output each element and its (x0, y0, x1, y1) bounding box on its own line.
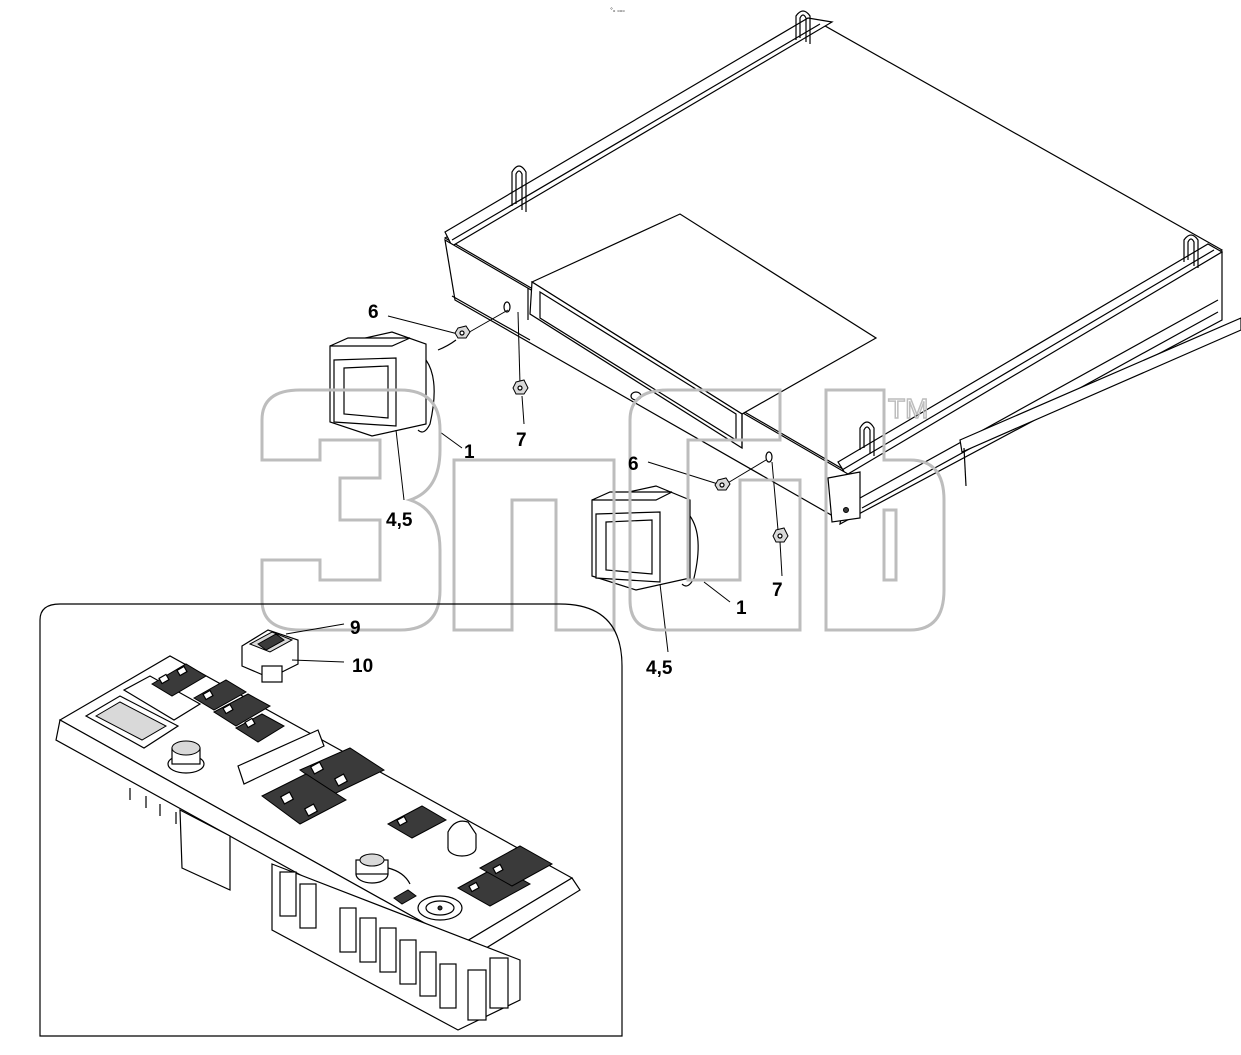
callout-4-5-right: 4,5 (646, 658, 673, 679)
buzzer-gauge (355, 853, 411, 885)
nut-6-left (454, 325, 471, 339)
connector-strip (237, 729, 325, 785)
switch-group-center (261, 747, 386, 825)
cab-roof-assembly (443, 10, 1241, 526)
roof-side-trim (959, 317, 1241, 453)
callout-7-right: 7 (772, 580, 783, 601)
callout-6-left: 6 (368, 302, 379, 323)
rocker-switch-9-10 (241, 629, 299, 683)
callout-4-5-left: 4,5 (386, 510, 413, 531)
inset-frame (39, 603, 623, 1037)
filler-cap (447, 820, 477, 857)
switch-group-right (386, 805, 554, 907)
callout-7-left: 7 (516, 430, 527, 451)
lifting-hook-right (1183, 234, 1199, 268)
bracket-left (179, 808, 231, 891)
small-switch (393, 889, 417, 905)
trademark-symbol: TM (888, 393, 928, 424)
clip-7-left (512, 379, 529, 395)
lifting-hook-rear (795, 10, 811, 44)
header-code: °ₒ ₒₒₒ (610, 7, 625, 14)
front-bracket (827, 471, 861, 523)
connector-pins (129, 788, 177, 824)
switch-bank-top (151, 663, 285, 743)
mount-hole-a (503, 301, 511, 313)
callout-6-right: 6 (628, 454, 639, 475)
clip-7-right (772, 527, 789, 543)
nut-6-right (714, 477, 731, 491)
callout-10: 10 (352, 656, 373, 677)
relay-row (279, 871, 509, 1021)
display-hood (122, 675, 202, 721)
roof-rail-left (444, 17, 834, 247)
watermark-logo: TM (260, 388, 946, 632)
air-vent-right (591, 485, 699, 591)
mount-hole-b (765, 451, 773, 463)
callout-1-right: 1 (736, 598, 747, 619)
lifting-hook-front (859, 421, 875, 456)
control-panel-assembly (55, 655, 581, 1031)
roof-panel (443, 21, 1224, 473)
callout-1-left: 1 (464, 442, 475, 463)
round-socket (417, 895, 463, 921)
air-vent-left (329, 331, 457, 437)
lifting-hook-left (511, 165, 527, 212)
rotary-knob (167, 740, 205, 774)
callout-9: 9 (350, 618, 361, 639)
